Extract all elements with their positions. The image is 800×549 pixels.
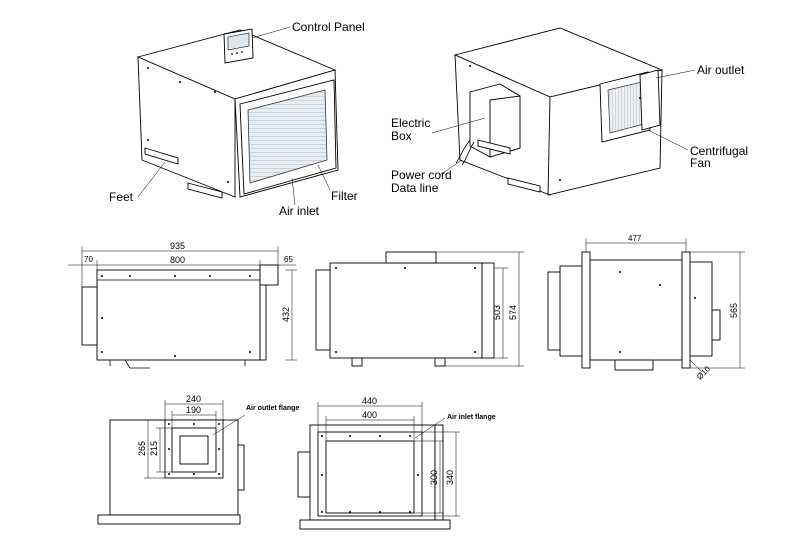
front-elevation: 935 70 800 65 432 bbox=[68, 241, 297, 369]
isometric-rear-view bbox=[453, 27, 664, 196]
label-feet: Feet bbox=[109, 190, 134, 204]
dim-rear-hole: Ø10 bbox=[695, 364, 712, 381]
label-data-line: Data line bbox=[391, 181, 439, 195]
dim-front-body: 800 bbox=[170, 255, 185, 265]
label-electric-box-2: Box bbox=[391, 129, 412, 143]
label-air-outlet-flange: Air outlet flange bbox=[246, 405, 299, 412]
control-panel-unit bbox=[223, 28, 254, 64]
dim-rear-width: 477 bbox=[628, 234, 642, 243]
label-filter: Filter bbox=[331, 189, 358, 203]
dim-outlet-h2: 215 bbox=[149, 441, 159, 456]
label-air-inlet: Air inlet bbox=[279, 204, 320, 218]
side-elevation: 503 574 bbox=[315, 251, 524, 367]
label-power-cord: Power cord bbox=[391, 168, 452, 182]
label-electric-box-1: Electric bbox=[391, 116, 430, 130]
dim-inlet-h1: 300 bbox=[429, 470, 439, 485]
dim-inlet-h2: 340 bbox=[445, 470, 455, 485]
isometric-front-view bbox=[136, 28, 339, 199]
label-centrifugal: Centrifugal bbox=[690, 144, 748, 158]
outlet-flange-view: 240 190 265 215 Air outlet flange bbox=[97, 394, 299, 525]
inlet-flange-view: 440 400 300 340 Air inlet flange bbox=[297, 396, 496, 530]
dim-inlet-w1: 440 bbox=[362, 396, 377, 406]
dim-front-total: 935 bbox=[170, 241, 185, 251]
dim-inlet-w2: 400 bbox=[362, 410, 377, 420]
dim-side-h1: 503 bbox=[492, 305, 502, 320]
dim-side-h2: 574 bbox=[508, 305, 518, 320]
dim-outlet-w1: 240 bbox=[186, 394, 201, 404]
dim-front-left: 70 bbox=[84, 255, 93, 264]
centrifugal-fan-unit bbox=[599, 69, 661, 143]
label-fan: Fan bbox=[690, 156, 711, 170]
dim-rear-height: 565 bbox=[729, 303, 739, 318]
label-control-panel: Control Panel bbox=[292, 20, 365, 34]
label-air-inlet-flange: Air inlet flange bbox=[447, 414, 496, 421]
electric-box-unit bbox=[469, 83, 521, 158]
dim-outlet-w2: 190 bbox=[186, 405, 201, 415]
dim-outlet-h1: 265 bbox=[137, 441, 147, 456]
dim-front-height: 432 bbox=[281, 307, 291, 322]
rear-elevation: 477 565 Ø10 bbox=[547, 234, 745, 381]
label-air-outlet: Air outlet bbox=[697, 63, 745, 77]
dim-front-right: 65 bbox=[284, 255, 293, 264]
